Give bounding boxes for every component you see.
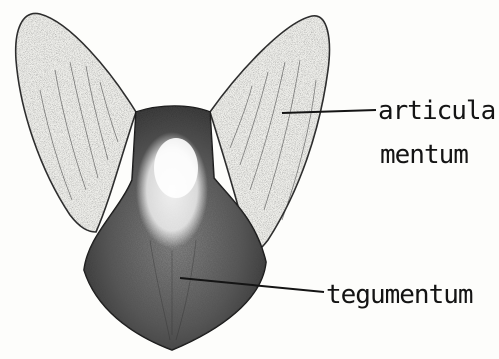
- articulamentum-label-line1: articula-: [378, 96, 499, 126]
- left-articulamentum-wing: [16, 13, 136, 232]
- articulamentum-label-line2: mentum: [380, 140, 468, 170]
- tegumentum-label: tegumentum: [326, 280, 473, 310]
